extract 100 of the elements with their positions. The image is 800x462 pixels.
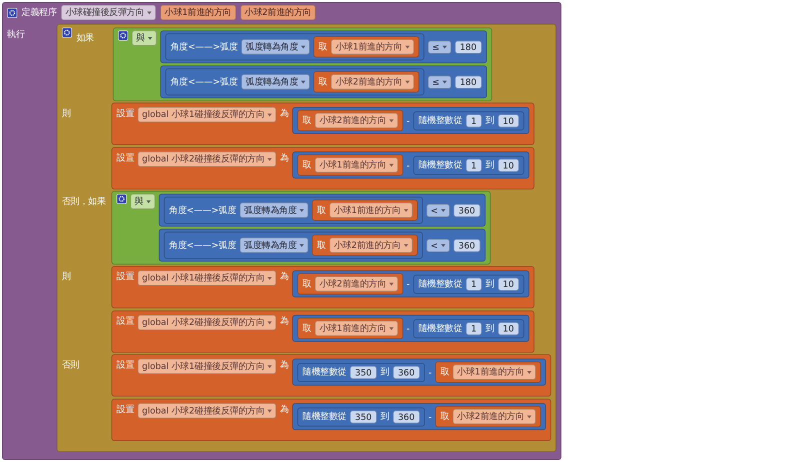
variable-dropdown: 小球2前進的方向	[452, 408, 536, 424]
operator-dropdown: ≤	[428, 75, 452, 88]
block-label: 到	[380, 410, 390, 423]
number-field: 360	[392, 410, 420, 424]
set-variable-block	[111, 398, 552, 442]
block-label: 設置	[116, 358, 134, 372]
operator-dropdown: ≤	[428, 40, 452, 54]
number-field: 360	[392, 366, 420, 379]
subtract-block	[292, 314, 530, 342]
conversion-dropdown: 弧度轉為角度	[241, 39, 310, 54]
operator-dropdown: <	[426, 238, 450, 252]
variable-dropdown: 小球1前進的方向	[314, 157, 398, 173]
variable-dropdown: 小球2前進的方向	[314, 276, 398, 292]
operator-dropdown: 與	[130, 194, 156, 210]
block-label: 為	[280, 314, 289, 328]
block-label: 到	[485, 322, 494, 335]
angle-convert-block	[164, 196, 423, 224]
block-label: 取	[440, 410, 450, 423]
subtract-block	[292, 107, 530, 134]
conversion-dropdown: 弧度轉為角度	[241, 74, 310, 90]
variable-dropdown: 小球2前進的方向	[331, 74, 414, 90]
random-integer-block	[413, 318, 524, 338]
variable-dropdown: global 小球2碰撞後反彈的方向	[138, 152, 276, 167]
operator-label: -	[406, 323, 410, 334]
variable-dropdown: 小球1前進的方向	[452, 364, 536, 380]
block-label: 設置	[116, 270, 134, 283]
set-variable-block	[111, 102, 534, 145]
variable-dropdown: 小球1前進的方向	[314, 320, 398, 336]
and-block	[112, 28, 492, 102]
number-field: 350	[350, 366, 377, 379]
set-variable-block	[111, 147, 534, 190]
block-label: 角度<——>弧度	[169, 204, 236, 216]
get-variable-block	[435, 362, 541, 383]
block-label: 隨機整數從	[418, 278, 462, 290]
operator-label: -	[406, 160, 410, 170]
block-label: 取	[317, 204, 326, 216]
conversion-dropdown: 弧度轉為角度	[240, 202, 308, 218]
random-integer-block	[413, 156, 524, 174]
parameter-pill: 小球2前進的方向	[240, 4, 316, 20]
number-field: 1	[466, 158, 482, 172]
subtract-block	[292, 403, 546, 430]
block-label: 到	[485, 158, 494, 172]
block-label: 取	[302, 322, 312, 335]
block-label: 為	[280, 403, 289, 416]
operator-label: -	[406, 278, 410, 289]
subtract-block	[292, 270, 530, 298]
operator-label: -	[428, 367, 432, 378]
block-label: 如果	[76, 32, 95, 44]
parameter-pill: 小球1前進的方向	[160, 4, 236, 20]
angle-convert-block	[164, 232, 423, 259]
operator-label: -	[428, 412, 432, 422]
block-label: 否則	[62, 358, 80, 372]
compare-block	[160, 65, 487, 98]
angle-convert-block	[165, 33, 424, 60]
variable-dropdown: 小球2前進的方向	[330, 238, 412, 253]
block-label: 隨機整數從	[418, 114, 462, 127]
get-variable-block	[435, 406, 541, 428]
if-else-block	[56, 24, 556, 452]
block-label: 取	[318, 40, 328, 54]
operator-dropdown: <	[426, 204, 450, 217]
block-label: 為	[280, 152, 289, 164]
get-variable-block	[297, 318, 403, 339]
number-field: 180	[454, 40, 482, 54]
random-integer-block	[413, 111, 524, 130]
random-integer-block	[297, 407, 425, 426]
block-label: 則	[62, 106, 72, 120]
block-label: 取	[302, 158, 312, 172]
compare-block	[160, 30, 487, 64]
block-label: 取	[318, 76, 328, 88]
and-block	[111, 190, 490, 265]
variable-dropdown: global 小球1碰撞後反彈的方向	[138, 270, 276, 286]
procedure-block	[2, 2, 562, 460]
get-variable-block	[297, 154, 403, 176]
operator-label: -	[406, 115, 410, 126]
get-variable-block	[297, 110, 403, 132]
block-label: 隨機整數從	[418, 322, 462, 335]
variable-dropdown: global 小球2碰撞後反彈的方向	[138, 403, 276, 418]
get-variable-block	[297, 273, 403, 294]
block-label: 到	[485, 278, 494, 290]
block-label: 隨機整數從	[418, 158, 462, 172]
block-label: 定義程序	[22, 6, 57, 19]
block-label: 為	[280, 107, 289, 120]
subtract-block	[292, 358, 546, 386]
variable-dropdown: 小球2前進的方向	[314, 112, 398, 128]
block-label: 隨機整數從	[302, 410, 346, 423]
set-variable-block	[111, 266, 534, 308]
number-field: 360	[453, 204, 480, 217]
compare-block	[158, 228, 486, 262]
number-field: 10	[498, 322, 520, 335]
block-label: 設置	[116, 152, 134, 164]
block-label: 取	[317, 239, 326, 252]
block-label: 取	[440, 366, 450, 378]
block-label: 為	[280, 358, 289, 372]
get-variable-block	[312, 234, 418, 256]
block-label: 設置	[116, 403, 134, 416]
name-field: 小球碰撞後反彈方向	[61, 4, 156, 20]
get-variable-block	[314, 71, 419, 92]
block-label: 到	[380, 366, 390, 378]
random-integer-block	[413, 274, 524, 294]
number-field: 10	[498, 158, 520, 172]
